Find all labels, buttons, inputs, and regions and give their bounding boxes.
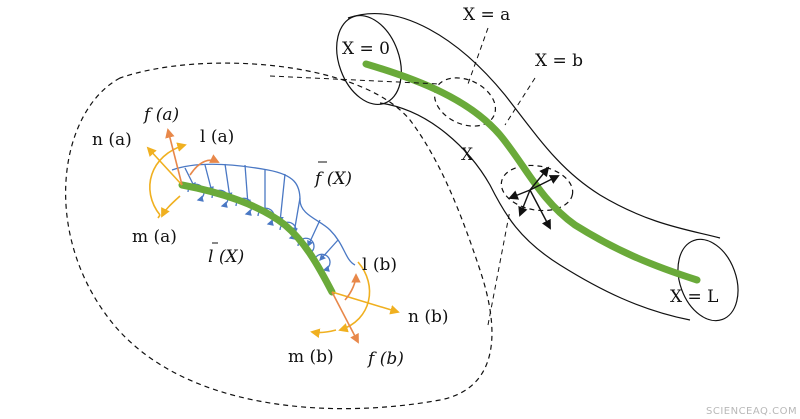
label-f-bar-X: f (X) [313,169,352,189]
zoom-rod [178,181,336,296]
force-f-a [165,128,183,186]
force-f-b [331,291,359,344]
pointer-a [467,27,489,85]
label-l-a: l (a) [200,127,234,147]
watermark: SCIENCEAQ.COM [706,406,797,417]
label-x-eq-L: X = L [670,287,718,307]
label-x-mid: X [461,145,474,165]
label-x-eq-0: X = 0 [342,39,390,59]
section-b-ellipse [500,164,574,212]
label-m-b: m (b) [288,347,334,367]
label-n-a: n (a) [92,130,132,150]
label-f-b: f (b) [366,349,404,369]
zoom-connector-bottom [487,209,511,326]
tube-bottom-edge [379,102,691,321]
tube-rod [362,60,701,284]
end-b-loads [310,261,400,344]
label-l-b: l (b) [362,255,397,275]
tube [336,13,739,322]
moment-a-arc [149,142,187,216]
label-x-eq-b: X = b [535,51,583,71]
moment-m-a [161,195,181,218]
moment-l-a [189,154,220,176]
zoom-connector-top [269,75,441,85]
label-x-eq-a: X = a [463,5,510,25]
end-a-loads [146,128,220,219]
label-l-bar-X: l (X) [208,247,244,267]
moment-a-arc-2 [157,214,161,219]
label-m-a: m (a) [132,227,177,247]
tube-end-cap [677,238,739,322]
tube-start-cap [336,14,402,106]
moment-l-b [344,273,361,301]
moment-m-b [310,328,337,338]
label-n-b: n (b) [408,307,449,327]
moment-b-arc [338,261,371,333]
tube-top-edge [347,13,721,239]
section-arrows [508,166,560,230]
force-n-b [331,291,400,315]
force-n-a [146,146,183,186]
pointer-b [504,77,536,126]
label-f-a: f (a) [142,105,179,125]
zoom-ellipse [65,62,493,410]
